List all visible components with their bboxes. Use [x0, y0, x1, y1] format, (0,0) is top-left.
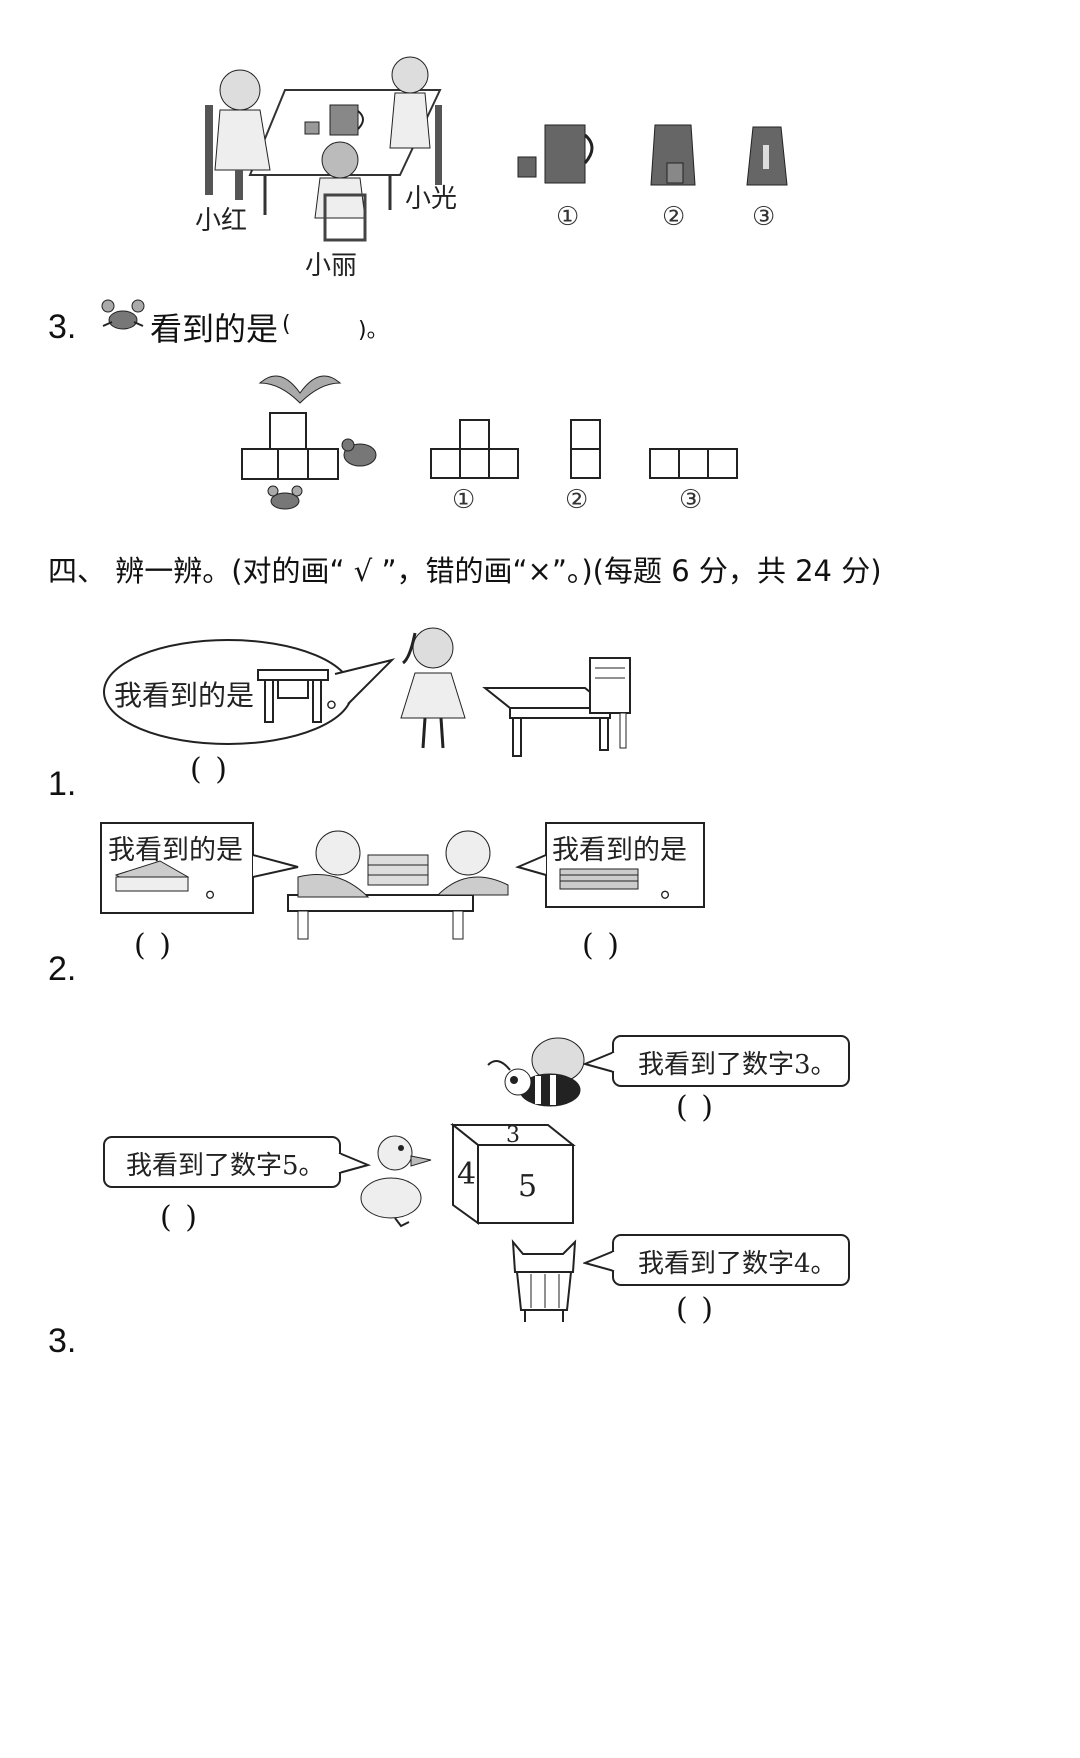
duck-icon	[360, 1135, 432, 1228]
item-3-cat-bubble-text: 我看到了数字4。	[638, 1249, 837, 1279]
q3-option-2-label: ②	[565, 485, 589, 515]
girl-and-desk-illustration	[400, 627, 631, 757]
item-2-right-box-dot: 。	[660, 874, 687, 904]
item-1-answer-paren[interactable]: ( )	[190, 752, 229, 787]
item-2-number: 2.	[48, 950, 77, 988]
item-1-number: 1.	[48, 765, 77, 803]
option-2-label: ②	[662, 202, 686, 232]
item-3-bee-bubble-text: 我看到了数字3。	[638, 1050, 837, 1080]
item-1-bubble-text: 我看到的是	[114, 679, 255, 712]
item-3-cat-answer-paren[interactable]: ( )	[676, 1292, 715, 1327]
option-1-label: ①	[556, 202, 580, 232]
label-xiaoli: 小丽	[305, 251, 358, 281]
cube-left-number: 4	[457, 1157, 476, 1192]
duck-speech-bubble	[103, 1136, 372, 1188]
item-3-bee-answer-paren[interactable]: ( )	[676, 1090, 715, 1125]
item-2-right-box-text: 我看到的是	[552, 835, 687, 866]
cat-speech-bubble	[583, 1234, 850, 1286]
cat-icon	[511, 1238, 577, 1322]
table-scene-illustration	[205, 56, 442, 242]
item-2-illustration	[100, 822, 705, 940]
number-cube: 3 4 5	[450, 1122, 576, 1225]
q3-option-1-label: ①	[452, 485, 476, 515]
item-2-left-box-text: 我看到的是	[108, 835, 243, 866]
label-xiaoguang: 小光	[405, 184, 458, 214]
label-xiaohong: 小红	[195, 206, 248, 236]
item-1-bubble-end: 。	[326, 681, 355, 714]
pot-options-illustration	[517, 124, 788, 186]
question-3-paren-close: )。	[358, 318, 389, 343]
item-3-duck-answer-paren[interactable]: ( )	[160, 1200, 199, 1235]
item-2-left-box-dot: 。	[205, 874, 232, 904]
question-3-text: 看到的是	[150, 310, 279, 348]
crab-icon	[101, 299, 145, 330]
question-3-paren-open: (	[282, 312, 291, 337]
item-3-number: 3.	[48, 1322, 77, 1360]
item-2-answer-paren-right[interactable]: ( )	[582, 928, 621, 963]
cube-top-number: 3	[506, 1123, 520, 1148]
bee-icon	[487, 1037, 585, 1107]
item-1-speech-bubble	[103, 639, 396, 745]
bee-speech-bubble	[583, 1035, 850, 1087]
option-3-label: ③	[752, 202, 776, 232]
item-3-duck-bubble-text: 我看到了数字5。	[126, 1151, 325, 1181]
question-3-number: 3.	[48, 308, 77, 346]
item-2-answer-paren-left[interactable]: ( )	[134, 928, 173, 963]
q3-option-3-label: ③	[679, 485, 703, 515]
section-4-title: 四、 辨一辨。(对的画“ √ ”，错的画“×”。)(每题 6 分，共 24 分)	[48, 554, 882, 588]
block-view-options	[430, 419, 738, 479]
cube-front-number: 5	[518, 1169, 537, 1204]
blocks-with-animals-illustration	[241, 375, 377, 510]
